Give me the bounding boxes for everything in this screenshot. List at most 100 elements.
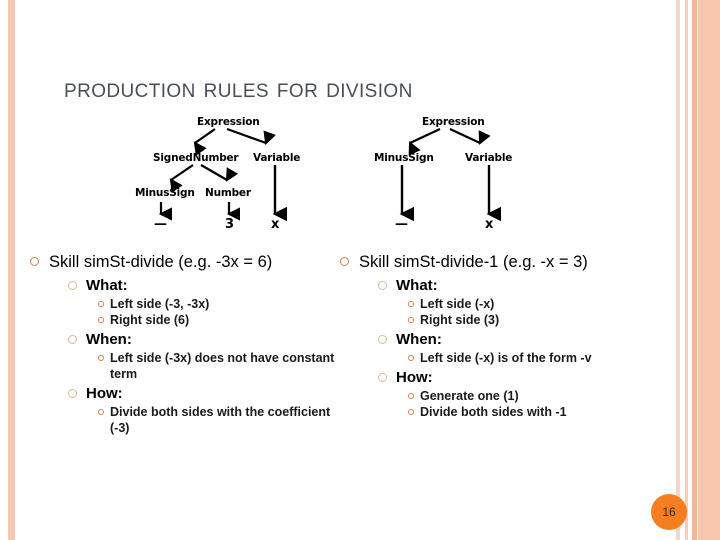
small-circle-bullet-icon [98, 317, 104, 323]
tree-node-expression: Expression [197, 116, 260, 128]
detail-text: Left side (-x) [420, 297, 495, 311]
section-label-row: How: [68, 384, 352, 403]
square-bullet-icon [378, 335, 387, 344]
tree-leaf-variable: x [271, 217, 280, 232]
list-item: What: Left side (-3, -3x) [68, 276, 352, 328]
detail-text: Left side (-3x) does not have constant t… [110, 351, 335, 381]
decor-stripe-left [8, 0, 15, 540]
tree-leaf-number: 3 [225, 217, 235, 232]
page-number: 16 [662, 505, 676, 519]
tree-leaf-variable: x [485, 217, 494, 232]
detail-text: Left side (-3, -3x) [110, 297, 210, 311]
decor-stripe-right-1 [676, 0, 680, 540]
tree-node-minus-sign: MinusSign [374, 152, 434, 164]
detail-row: Right side (3) [408, 312, 670, 328]
square-bullet-icon [378, 373, 387, 382]
section-label-row: When: [68, 330, 352, 349]
detail-row: Right side (6) [98, 312, 352, 328]
square-bullet-icon [378, 281, 387, 290]
circle-bullet-icon [30, 257, 39, 266]
detail-row: Generate one (1) [408, 388, 670, 404]
small-circle-bullet-icon [98, 301, 104, 307]
skill-heading-row: Skill simSt-divide-1 (e.g. -x = 3) [340, 252, 670, 273]
bullet-list-level3: Left side (-x) Right side (3) [408, 296, 670, 328]
tree-arrows-left [158, 127, 287, 222]
circle-bullet-icon [340, 257, 349, 266]
list-item: Generate one (1) [408, 388, 670, 404]
list-item: Skill simSt-divide (e.g. -3x = 6) What: [30, 252, 352, 436]
square-bullet-icon [68, 335, 77, 344]
detail-text: Left side (-x) is of the form -v [420, 351, 592, 365]
list-item: When: Left side (-x) is of the form -v [378, 330, 670, 366]
bullet-list-level2: What: Left side (-3, -3x) [68, 276, 352, 436]
bullet-list-level3: Divide both sides with the coefficient (… [98, 404, 352, 436]
list-item: Left side (-x) is of the form -v [408, 350, 670, 366]
tree-leaf-minus: — [395, 217, 408, 232]
parse-tree-signed-number: Expression SignedNumber Variable MinusSi… [135, 112, 350, 240]
detail-text: Divide both sides with -1 [420, 405, 567, 419]
section-label-row: When: [378, 330, 670, 349]
slide-title: Production Rules for Division [64, 73, 413, 103]
bullet-list-level1: Skill simSt-divide-1 (e.g. -x = 3) What: [340, 252, 670, 420]
list-item: Right side (3) [408, 312, 670, 328]
skill-heading-row: Skill simSt-divide (e.g. -3x = 6) [30, 252, 352, 273]
detail-text: Generate one (1) [420, 389, 519, 403]
skill-heading: Skill simSt-divide (e.g. -3x = 6) [49, 253, 273, 271]
page-number-badge: 16 [651, 494, 687, 530]
tree-node-signed-number: SignedNumber [153, 152, 239, 164]
list-item: Divide both sides with the coefficient (… [98, 404, 352, 436]
list-item: Left side (-3, -3x) [98, 296, 352, 312]
bullet-list-level3: Generate one (1) Divide both sides with … [408, 388, 670, 420]
bullet-list-level3: Left side (-3x) does not have constant t… [98, 350, 352, 382]
section-label: How: [86, 385, 123, 402]
section-label: When: [396, 331, 442, 348]
list-item: When: Left side (-3x) does not have cons… [68, 330, 352, 382]
list-item: Skill simSt-divide-1 (e.g. -x = 3) What: [340, 252, 670, 420]
list-item: How: Generate one (1) [378, 368, 670, 420]
list-item: Left side (-3x) does not have constant t… [98, 350, 352, 382]
detail-row: Left side (-x) is of the form -v [408, 350, 670, 366]
bullet-list-level3: Left side (-3, -3x) Right side (6) [98, 296, 352, 328]
bullet-list-level2: What: Left side (-x) [378, 276, 670, 420]
decor-stripe-right-4 [698, 0, 720, 540]
parse-tree-minus-sign: Expression MinusSign Variable — x [352, 112, 552, 240]
section-label-row: What: [378, 276, 670, 295]
tree-node-expression: Expression [422, 116, 485, 128]
detail-row: Divide both sides with the coefficient (… [98, 404, 352, 436]
detail-row: Divide both sides with -1 [408, 404, 670, 420]
list-item: How: Divide both sides with the coeffici… [68, 384, 352, 436]
section-label-row: What: [68, 276, 352, 295]
section-label: What: [396, 277, 438, 294]
bullet-list-level3: Left side (-x) is of the form -v [408, 350, 670, 366]
section-label: When: [86, 331, 132, 348]
small-circle-bullet-icon [408, 301, 414, 307]
square-bullet-icon [68, 389, 77, 398]
tree-node-variable: Variable [465, 152, 513, 164]
detail-row: Left side (-3, -3x) [98, 296, 352, 312]
small-circle-bullet-icon [98, 409, 104, 415]
section-label-row: How: [378, 368, 670, 387]
small-circle-bullet-icon [408, 409, 414, 415]
decor-stripe-right-3 [692, 0, 697, 540]
detail-text: Right side (6) [110, 313, 190, 327]
section-label: How: [396, 369, 433, 386]
list-item: Right side (6) [98, 312, 352, 328]
tree-leaf-minus: — [154, 217, 167, 232]
list-item: What: Left side (-x) [378, 276, 670, 328]
bullet-list-level1: Skill simSt-divide (e.g. -3x = 6) What: [30, 252, 352, 436]
small-circle-bullet-icon [408, 317, 414, 323]
detail-text: Right side (3) [420, 313, 500, 327]
detail-row: Left side (-x) [408, 296, 670, 312]
square-bullet-icon [68, 281, 77, 290]
section-label: What: [86, 277, 128, 294]
content-column-right: Skill simSt-divide-1 (e.g. -x = 3) What: [340, 252, 670, 424]
list-item: Left side (-x) [408, 296, 670, 312]
small-circle-bullet-icon [98, 355, 104, 361]
tree-node-number: Number [205, 187, 251, 199]
decor-stripe-right-2 [685, 0, 688, 540]
detail-text: Divide both sides with the coefficient (… [110, 405, 331, 435]
list-item: Divide both sides with -1 [408, 404, 670, 420]
tree-arrows-right [399, 128, 501, 222]
content-column-left: Skill simSt-divide (e.g. -3x = 6) What: [30, 252, 352, 440]
